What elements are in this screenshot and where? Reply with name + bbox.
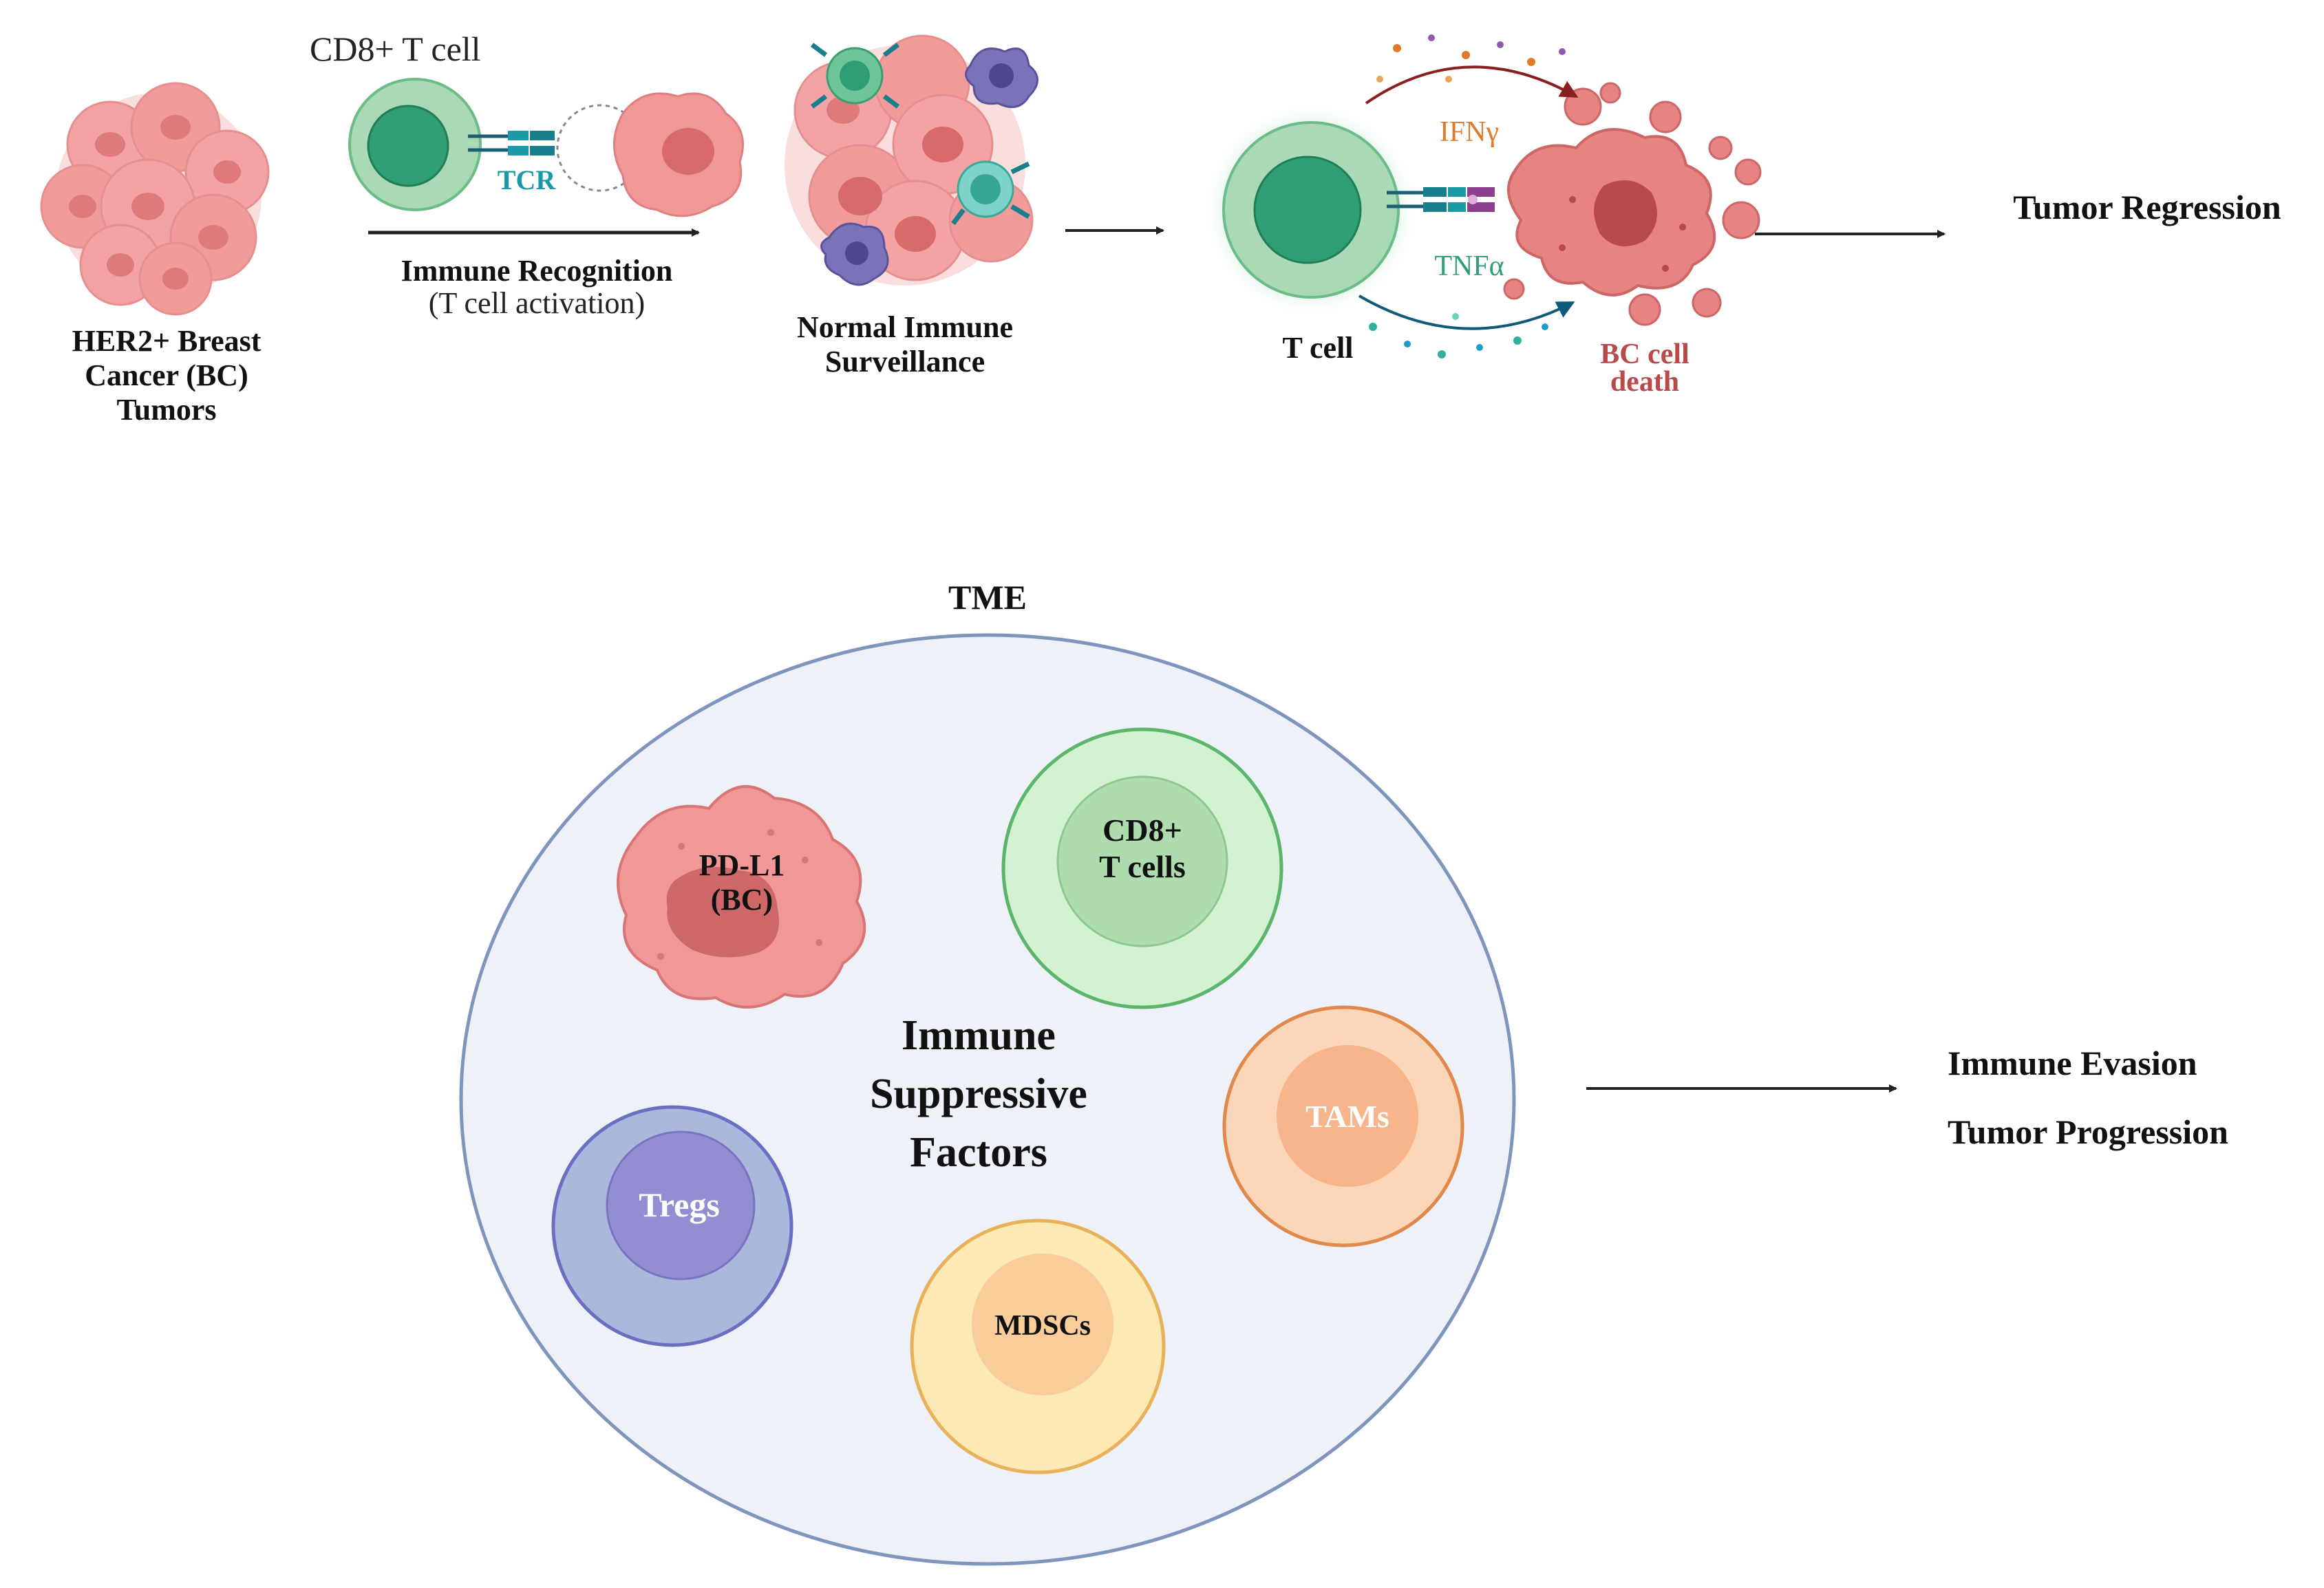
activation-label: (T cell activation) xyxy=(429,286,645,320)
tnfa-particles-icon xyxy=(1369,313,1548,358)
tcr-label: TCR xyxy=(498,164,557,195)
mdscs-label: MDSCs xyxy=(994,1310,1091,1342)
center-label-line3: Factors xyxy=(910,1129,1047,1176)
cd8-tcell-label: CD8+ T cell xyxy=(310,30,481,68)
dying-bc-cell-icon xyxy=(1503,82,1762,326)
tcr-mhc-synapse-icon xyxy=(1387,187,1495,212)
center-label-line2: Suppressive xyxy=(870,1071,1087,1117)
tams-label: TAMs xyxy=(1305,1099,1389,1134)
surveillance-label-line1: Normal Immune xyxy=(797,310,1013,344)
tcr-receptor-icon xyxy=(468,131,555,155)
pdl1-label-line2: (BC) xyxy=(711,883,773,916)
tumor-label-line2: Cancer (BC) xyxy=(85,358,248,392)
ifng-particles-icon xyxy=(1376,34,1566,83)
pdl1-label-line1: PD-L1 xyxy=(699,848,785,882)
mdscs-icon xyxy=(910,1219,1166,1474)
tnfa-label: TNFα xyxy=(1434,250,1504,282)
cd8-tcells-label-line1: CD8+ xyxy=(1102,813,1182,848)
bc-death-label-line2: death xyxy=(1610,366,1679,398)
cd8-tcells-icon xyxy=(1001,727,1283,1009)
tumor-label-line3: Tumors xyxy=(116,393,216,427)
immune-evasion-label: Immune Evasion xyxy=(1948,1044,2197,1082)
tumor-progression-label: Tumor Progression xyxy=(1948,1113,2228,1151)
tregs-label: Tregs xyxy=(639,1185,720,1224)
cd8-tcell-icon xyxy=(348,78,482,211)
ifng-arrow xyxy=(1365,65,1579,105)
tams-icon xyxy=(1222,1005,1464,1247)
tme-title: TME xyxy=(948,578,1027,616)
bc-death-label-line1: BC cell xyxy=(1600,339,1689,370)
surveillance-label-line2: Surveillance xyxy=(825,345,985,378)
recognition-label: Immune Recognition xyxy=(401,254,673,288)
pdl1-bc-cell-icon xyxy=(617,785,866,1009)
center-label-line1: Immune xyxy=(902,1012,1056,1059)
immune-surveillance-cluster-icon xyxy=(785,34,1038,286)
activated-tcell-icon xyxy=(1222,121,1400,299)
tumor-regression-label: Tumor Regression xyxy=(2013,188,2281,226)
tregs-icon xyxy=(551,1105,793,1347)
ifng-label: IFNγ xyxy=(1440,116,1499,148)
tcell-label: T cell xyxy=(1282,331,1353,365)
tnfa-arrow xyxy=(1358,294,1575,330)
target-tumor-cell-icon xyxy=(556,92,744,217)
her2-tumor-cluster-icon xyxy=(40,82,270,316)
cd8-tcells-label-line2: T cells xyxy=(1099,849,1186,884)
tumor-label-line1: HER2+ Breast xyxy=(72,324,262,358)
